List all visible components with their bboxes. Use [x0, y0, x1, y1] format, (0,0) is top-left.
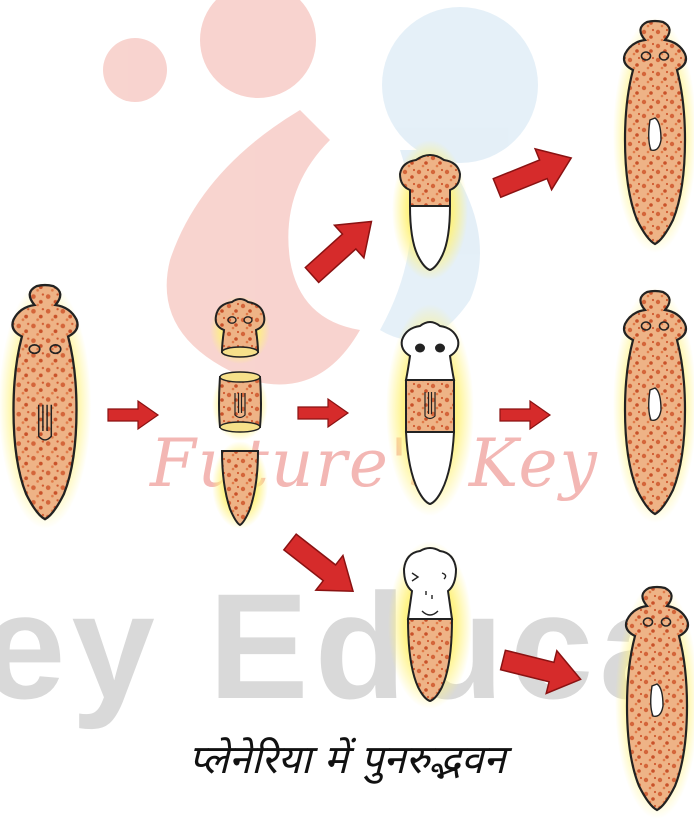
regenerating-head-piece — [392, 140, 468, 280]
diagram-caption: प्लेनेरिया में पुनरुद्भवन — [0, 730, 694, 785]
arrow-up-diagonal — [297, 205, 386, 291]
arrow-to-final-top — [489, 138, 580, 209]
cut-piece-middle — [212, 369, 268, 441]
cut-piece-head — [210, 296, 270, 364]
cut-piece-tail — [212, 441, 268, 529]
arrow-to-final-bottom — [498, 639, 586, 701]
planarian-cut-pieces — [210, 296, 270, 529]
arrow-down-diagonal — [276, 525, 366, 609]
regenerating-middle-piece — [386, 304, 474, 516]
arrow-middle-1 — [298, 399, 348, 427]
regenerating-tail-piece — [388, 541, 472, 709]
planarian-final-top — [613, 17, 694, 253]
planarian-original — [0, 281, 91, 529]
arrow-cut — [108, 401, 158, 429]
planarian-final-middle — [613, 287, 694, 523]
arrow-to-final-middle — [500, 401, 550, 429]
